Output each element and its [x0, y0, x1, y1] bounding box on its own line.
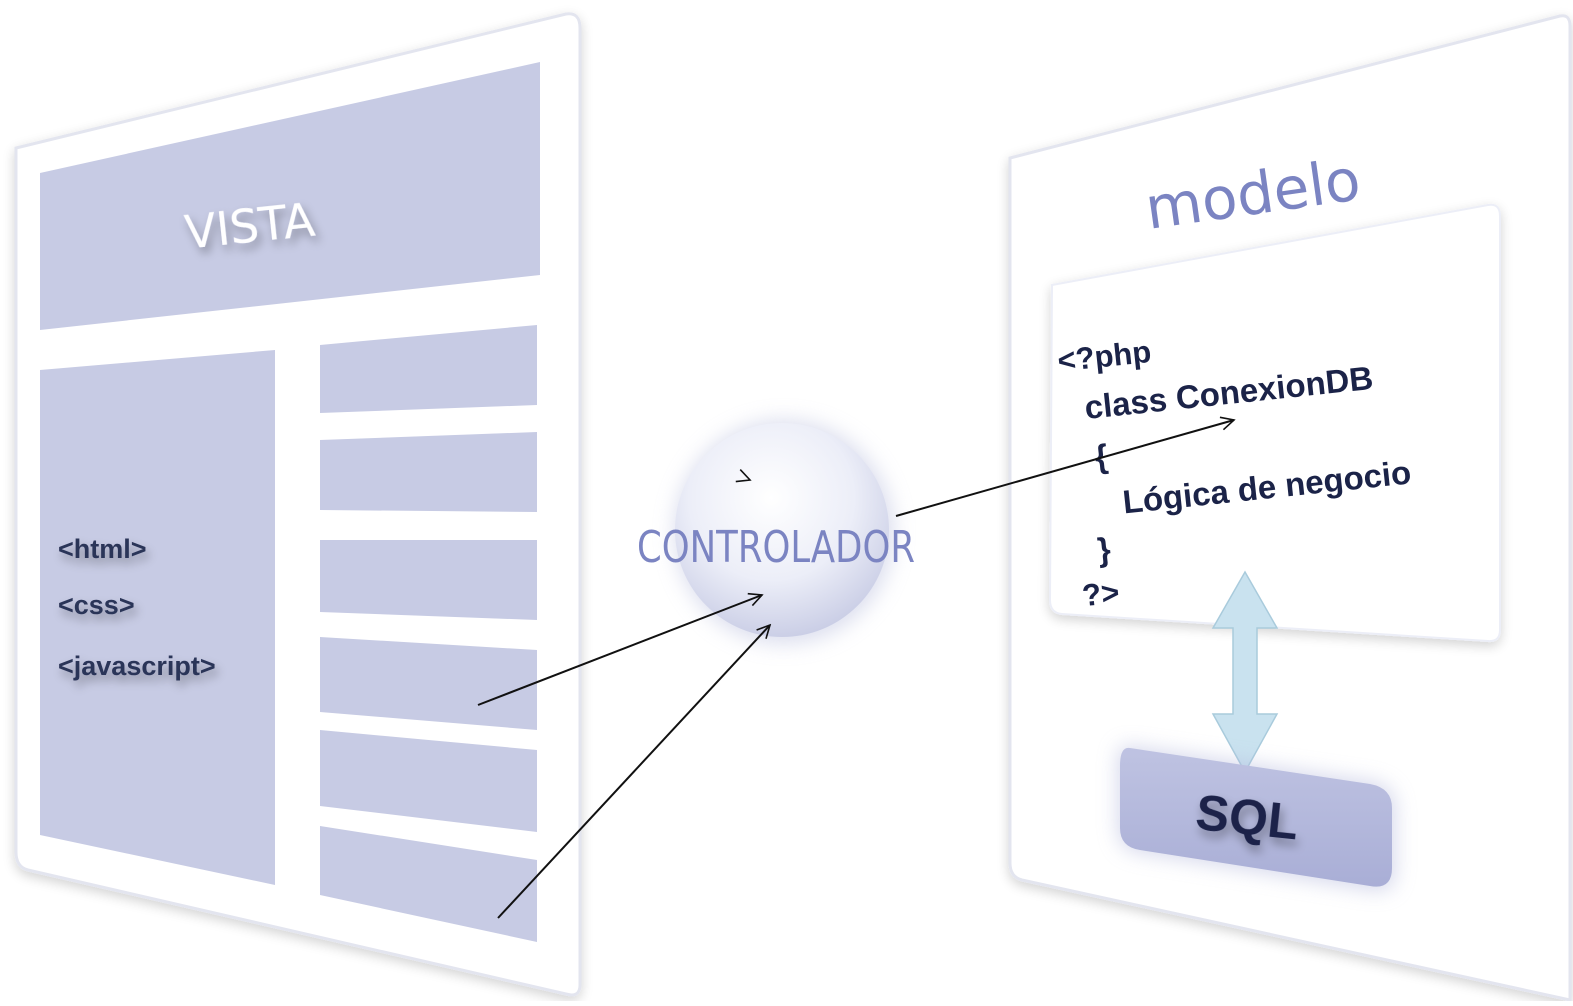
vista-code-list: <html> <css> <javascript> [58, 534, 216, 681]
flow-arrows [477, 370, 1234, 919]
vista-panel: VISTA <html> <css> <javascript> [14, 12, 582, 997]
vista-code-css: <css> [58, 590, 135, 620]
modelo-code-brace-open: { [1093, 437, 1110, 475]
modelo-panel: modelo <?php class ConexionDB { Lógica d… [1008, 14, 1572, 1002]
controlador-sphere [675, 423, 889, 637]
vista-row [320, 325, 537, 413]
controlador-label: CONTROLADOR [637, 522, 915, 573]
modelo-code-brace-close: } [1096, 530, 1113, 568]
modelo-code-card [1048, 203, 1501, 643]
vista-code-html: <html> [58, 534, 147, 564]
vista-left-column [40, 350, 275, 885]
vista-row [320, 432, 537, 512]
modelo-code-close: ?> [1080, 575, 1121, 614]
arrow-controlador-to-modelo [895, 420, 1234, 517]
arrow-vista-to-controlador-3 [497, 625, 770, 919]
controlador-node: CONTROLADOR [637, 420, 915, 644]
sql-database-box: SQL [1118, 745, 1395, 891]
vista-row [320, 637, 537, 730]
vista-row [320, 826, 537, 942]
sql-label: SQL [1193, 784, 1301, 850]
vista-row [320, 730, 537, 832]
arrow-vista-to-controlador-2 [477, 595, 762, 706]
vista-header-block [40, 62, 540, 330]
vista-row [320, 540, 537, 620]
vista-code-javascript: <javascript> [58, 651, 216, 681]
